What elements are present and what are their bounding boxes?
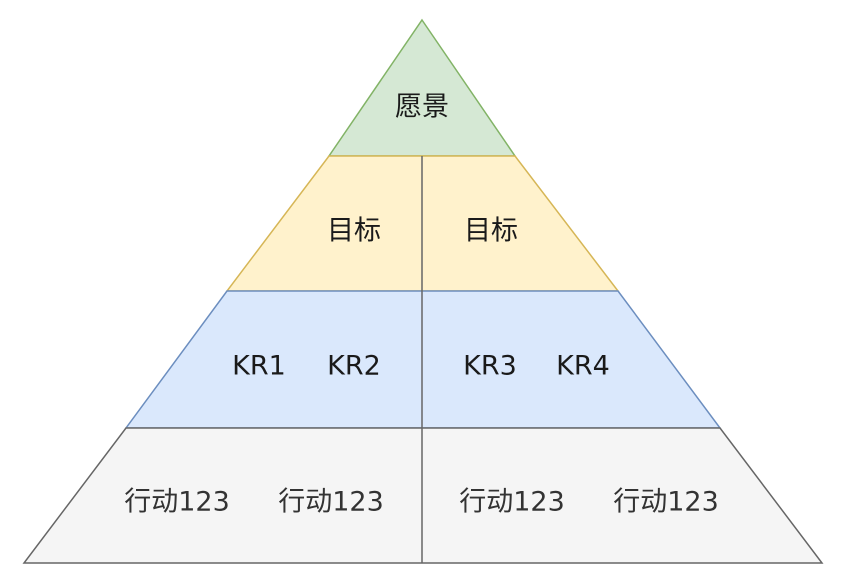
key-results-tier — [124, 290, 722, 429]
key-result-label-4: KR4 — [556, 350, 610, 382]
actions-tier — [22, 427, 824, 564]
action-label-1: 行动123 — [124, 486, 230, 518]
objective-label-left: 目标 — [327, 215, 381, 247]
objective-label-right: 目标 — [464, 215, 518, 247]
action-label-4: 行动123 — [613, 486, 719, 518]
action-label-3: 行动123 — [459, 486, 565, 518]
key-result-label-2: KR2 — [327, 350, 381, 382]
key-result-label-3: KR3 — [463, 350, 517, 382]
vision-tier — [327, 18, 517, 157]
key-result-label-1: KR1 — [232, 350, 286, 382]
action-label-2: 行动123 — [278, 486, 384, 518]
vision-label: 愿景 — [395, 91, 449, 123]
